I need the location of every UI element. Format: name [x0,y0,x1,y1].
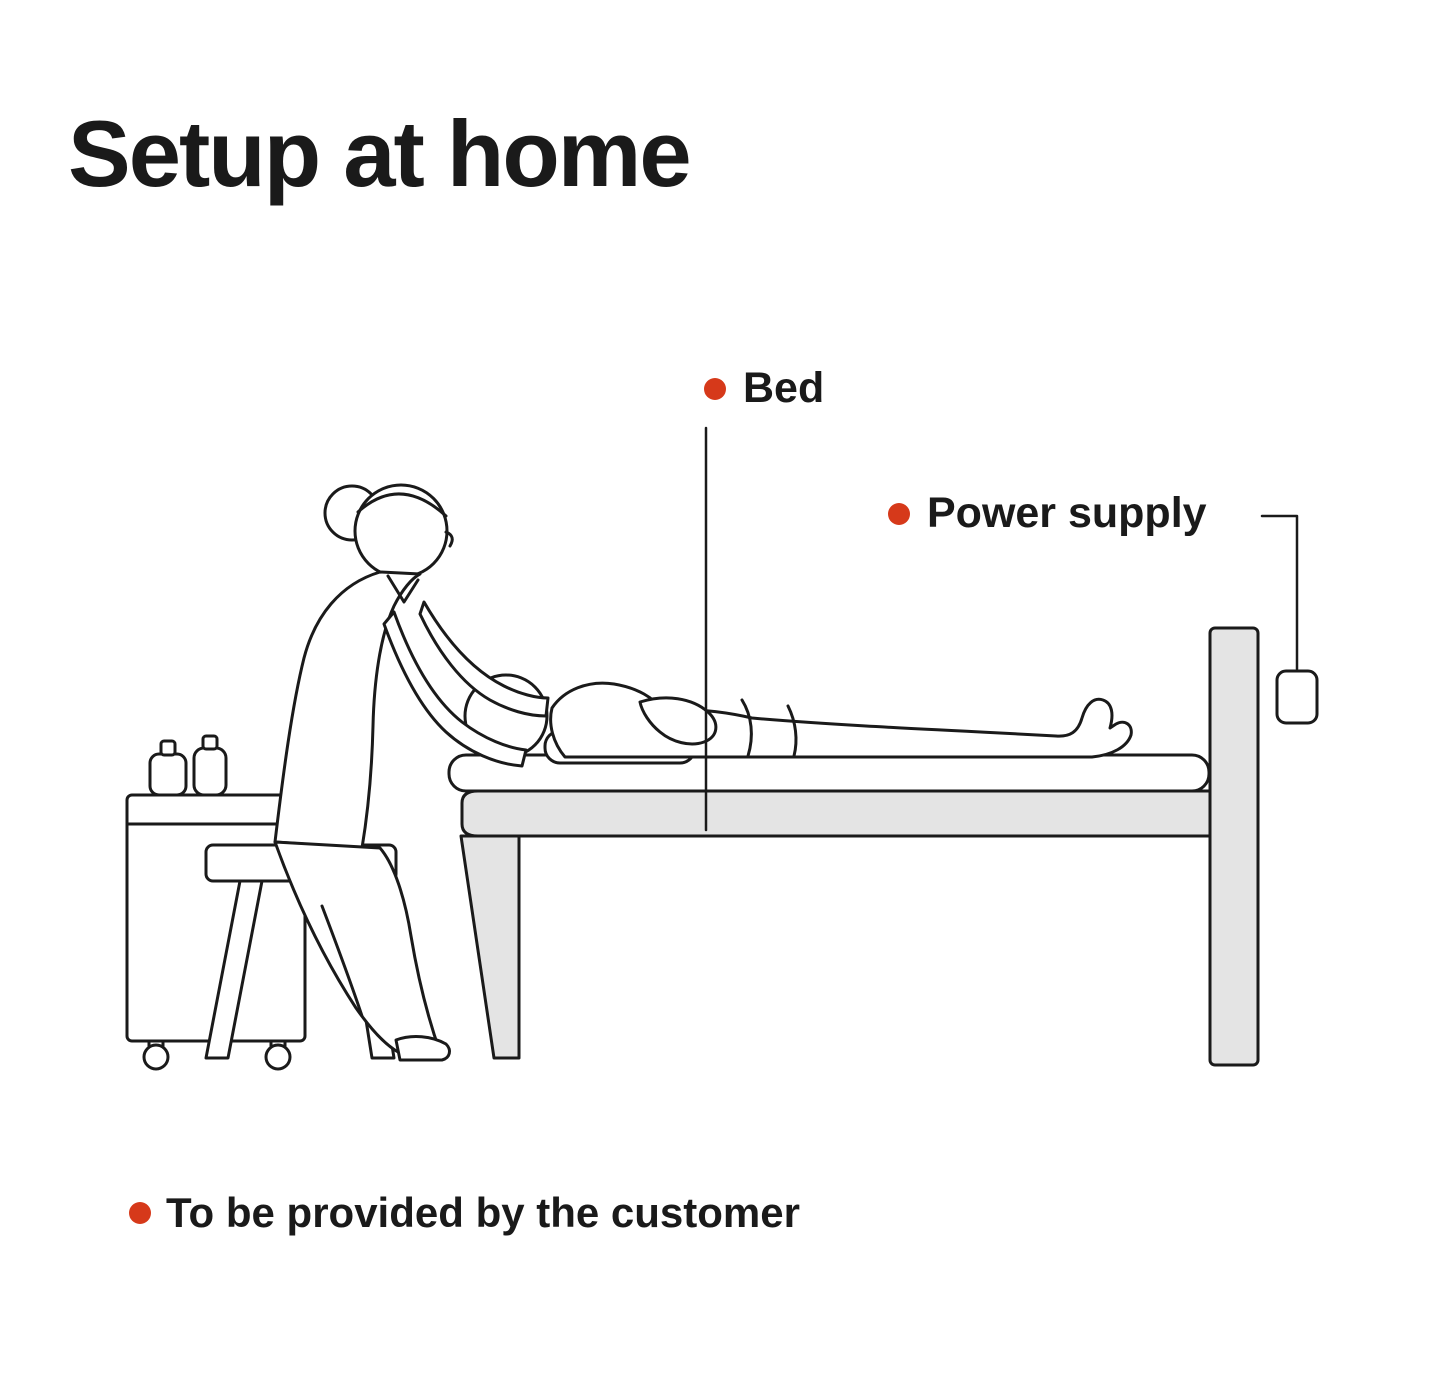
patient-arm-line [786,704,798,758]
caregiver-head [353,483,449,579]
caregiver-tunic [273,570,422,850]
caregiver-icon [273,483,550,1062]
bullet-icon [704,377,726,400]
bullet-icon [888,502,910,525]
label-bed-text: Bed [743,364,825,412]
caregiver-arm-near [382,610,528,768]
power-adapter-icon [1275,669,1319,725]
bottle-cap-icon [159,739,177,757]
legend-text: To be provided by the customer [166,1189,800,1236]
patient-arm [638,696,718,746]
caregiver-shoe [394,1035,451,1062]
label-bed: Bed [704,364,824,413]
caregiver-hair-line [356,492,448,518]
bottle-icon [148,752,188,797]
bed-headboard [1208,626,1260,1067]
wheel-icon [142,1043,170,1071]
bottle-cap-icon [201,734,219,751]
patient-arm-line [740,698,753,758]
bed-left-leg [459,834,521,1060]
label-power-supply: Power supply [888,489,1207,538]
wheel-icon [264,1043,292,1071]
patient-body [549,681,1133,759]
page-title: Setup at home [68,101,692,206]
caregiver-collar [386,574,420,604]
bottle-icon [192,746,228,797]
skirt-fold-line [320,904,364,1018]
patient-icon [463,673,1133,765]
legend-note: To be provided by the customer [129,1189,800,1237]
bed-frame [460,789,1212,838]
label-power-supply-text: Power supply [927,489,1207,537]
caregiver-nose [444,530,454,548]
bullet-icon [129,1202,151,1224]
power-leader-line [1260,514,1299,671]
caregiver-arm-far [418,600,550,718]
